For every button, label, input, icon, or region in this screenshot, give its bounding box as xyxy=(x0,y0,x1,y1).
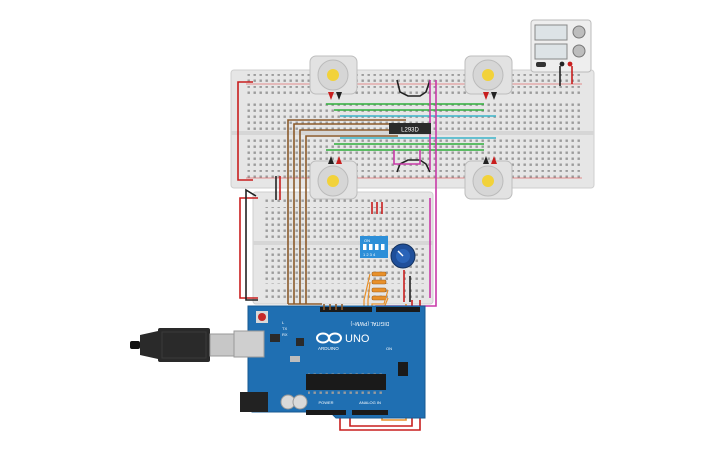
dc-motor-icon[interactable] xyxy=(309,55,358,100)
arduino-header-wires xyxy=(288,303,343,310)
dip-switch-icon[interactable]: ON 1 2 3 4 xyxy=(360,236,388,258)
ic-label: L293D xyxy=(401,128,419,134)
digital-label: DIGITAL (PWM~) xyxy=(350,320,389,326)
potentiometer-icon[interactable] xyxy=(390,243,416,269)
on-led-label: ON xyxy=(386,346,392,351)
arduino-brand: ARDUINO xyxy=(318,346,339,351)
brown-wires[interactable] xyxy=(287,119,406,304)
dc-motor-icon[interactable] xyxy=(464,55,513,100)
uno-label: UNO xyxy=(345,333,370,345)
dc-motor-icon[interactable] xyxy=(309,156,358,200)
power-supply-icon[interactable] xyxy=(530,19,592,73)
l-led-label: L xyxy=(282,320,285,325)
power-label: POWER xyxy=(318,400,333,405)
arduino-uno-board[interactable]: DIGITAL (PWM~) UNO ARDUINO ON L TX RX PO… xyxy=(233,305,426,419)
dip-numbers: 1 2 3 4 xyxy=(363,252,376,257)
dc-motor-icon[interactable] xyxy=(464,156,513,200)
arduino-logo-icon xyxy=(316,332,342,344)
analog-label: ANALOG IN xyxy=(359,400,381,405)
rx-label: RX xyxy=(282,332,288,337)
resistor-icon[interactable] xyxy=(371,271,387,301)
motor-driver-chip[interactable]: L293D xyxy=(389,123,431,134)
usb-cable-icon[interactable] xyxy=(130,328,235,362)
tx-label: TX xyxy=(282,326,287,331)
dip-on-label: ON xyxy=(364,238,370,243)
